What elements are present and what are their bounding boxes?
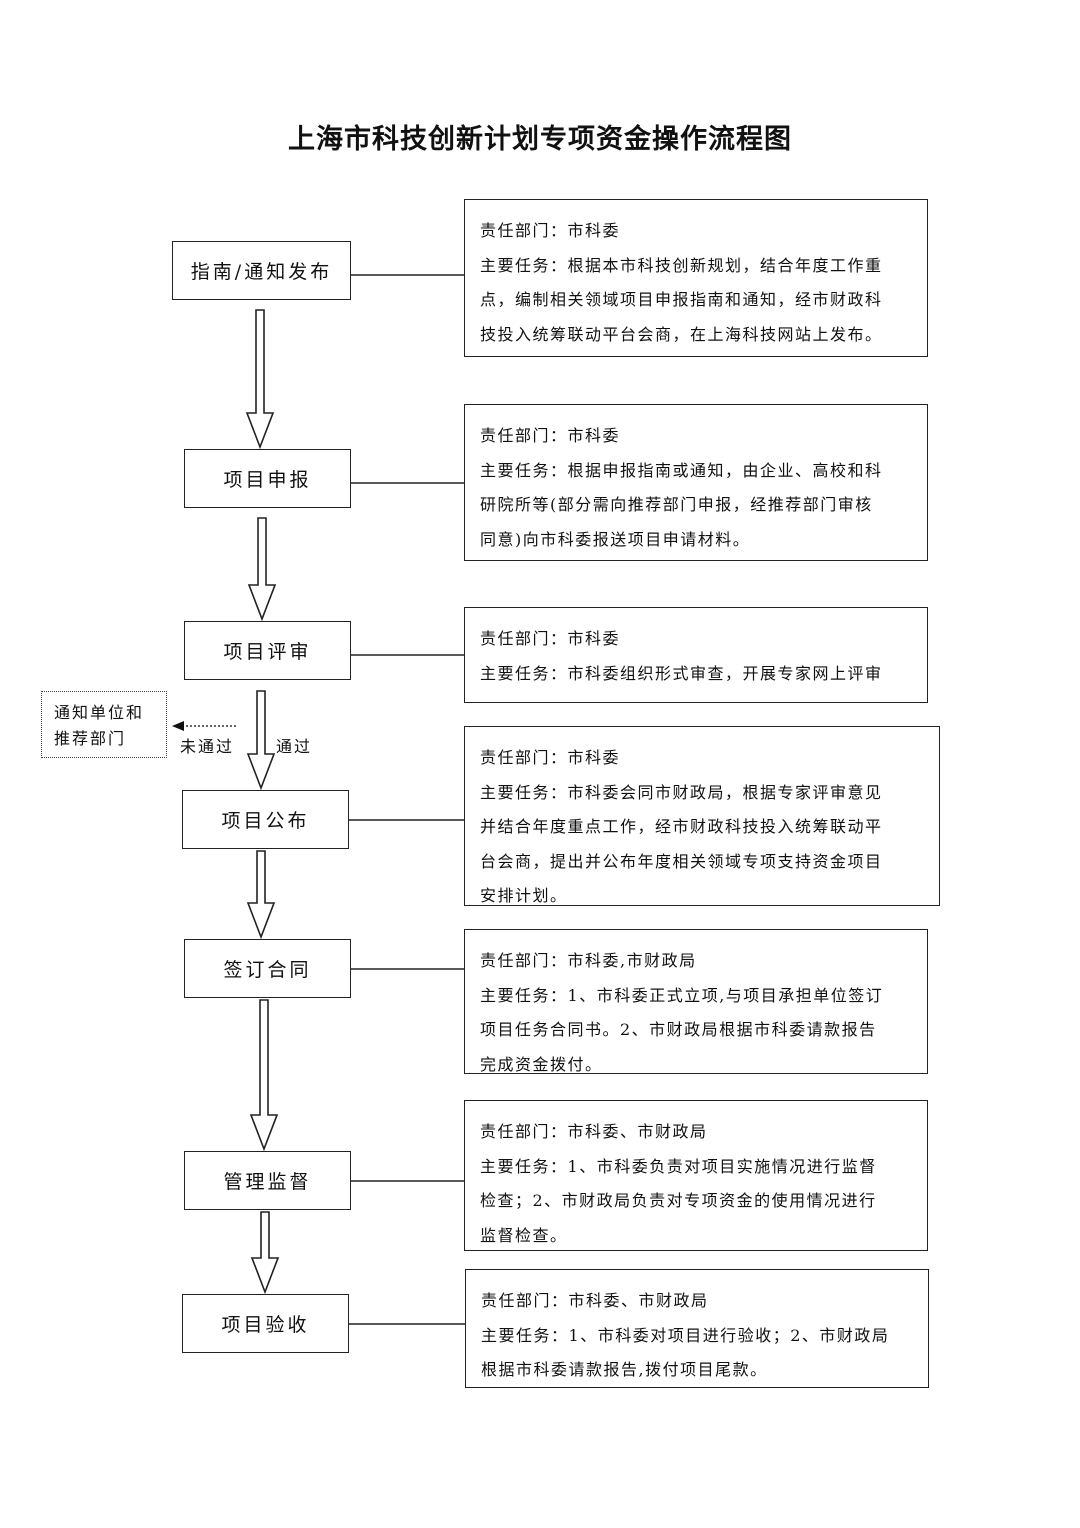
- step-supervision: 管理监督: [184, 1151, 351, 1210]
- task-line: 同意)向市科委报送项目申请材料。: [480, 529, 751, 549]
- task-label: 主要任务：: [480, 460, 568, 480]
- dept-label: 责任部门：: [480, 748, 568, 767]
- task-label: 主要任务：: [480, 782, 568, 802]
- task-line: 监督检查。: [480, 1225, 568, 1245]
- dept-label: 责任部门：: [480, 221, 568, 240]
- fail-arrow-head: [172, 721, 184, 731]
- task-line: 根据本市科技创新规划，结合年度工作重: [567, 255, 883, 275]
- task-line: 项目任务合同书。2、市财政局根据市科委请款报告: [480, 1020, 877, 1039]
- dept-label: 责任部门：: [481, 1291, 569, 1310]
- task-line: 根据市科委请款报告,拨付项目尾款。: [481, 1360, 768, 1379]
- task-line: 安排计划。: [480, 886, 568, 905]
- task-line: 1、市科委负责对项目实施情况进行监督: [567, 1156, 877, 1176]
- task-label: 主要任务：: [480, 1156, 568, 1176]
- task-label: 主要任务：: [480, 985, 568, 1005]
- notify-line: 通知单位和: [54, 703, 145, 722]
- info-box-publish: 责任部门：市科委 主要任务：市科委会同市财政局，根据专家评审意见 并结合年度重点…: [464, 726, 940, 906]
- task-line: 完成资金拨付。: [480, 1054, 603, 1074]
- task-line: 并结合年度重点工作，经市财政科技投入统筹联动平: [480, 817, 883, 836]
- step-guide-notice: 指南/通知发布: [172, 241, 351, 300]
- flow-arrow: [250, 1211, 280, 1295]
- task-line: 技投入统筹联动平台会商，在上海科技网站上发布。: [480, 324, 883, 344]
- flow-arrow: [245, 309, 275, 450]
- task-line: 台会商，提出并公布年度相关领域专项支持资金项目: [480, 851, 883, 871]
- fail-label: 未通过: [180, 737, 235, 756]
- info-box-guide-notice: 责任部门：市科委 主要任务：根据本市科技创新规划，结合年度工作重 点，编制相关领…: [464, 199, 928, 357]
- dept-value: 市科委: [567, 426, 621, 445]
- pass-label: 通过: [276, 737, 313, 756]
- task-label: 主要任务：: [481, 1325, 569, 1345]
- task-line: 1、市科委正式立项,与项目承担单位签订: [567, 985, 884, 1005]
- flow-arrow: [247, 517, 277, 622]
- task-line: 研院所等(部分需向推荐部门申报，经推荐部门审核: [480, 495, 873, 514]
- task-line: 检查；2、市财政局负责对专项资金的使用情况进行: [480, 1191, 877, 1210]
- dept-label: 责任部门：: [480, 951, 568, 970]
- info-box-review: 责任部门：市科委 主要任务：市科委组织形式审查，开展专家网上评审: [464, 607, 928, 703]
- flow-arrow: [249, 999, 279, 1152]
- dept-value: 市科委、市财政局: [568, 1291, 709, 1310]
- page-title: 上海市科技创新计划专项资金操作流程图: [288, 124, 792, 155]
- task-line: 根据申报指南或通知，由企业、高校和科: [567, 460, 883, 480]
- dept-value: 市科委,市财政局: [567, 951, 697, 970]
- task-label: 主要任务：: [480, 663, 568, 683]
- info-box-supervision: 责任部门：市科委、市财政局 主要任务：1、市科委负责对项目实施情况进行监督 检查…: [464, 1100, 928, 1251]
- dept-value: 市科委、市财政局: [567, 1122, 708, 1141]
- flow-arrow: [246, 690, 276, 791]
- task-line: 点，编制相关领域项目申报指南和通知，经市财政科: [480, 290, 883, 309]
- info-box-application: 责任部门：市科委 主要任务：根据申报指南或通知，由企业、高校和科 研院所等(部分…: [464, 404, 928, 561]
- step-contract: 签订合同: [184, 939, 351, 998]
- step-acceptance: 项目验收: [182, 1294, 349, 1353]
- dept-value: 市科委: [567, 221, 621, 240]
- task-line: 市科委组织形式审查，开展专家网上评审: [567, 663, 883, 683]
- task-line: 1、市科委对项目进行验收；2、市财政局: [568, 1325, 890, 1345]
- notify-units-box: 通知单位和 推荐部门: [41, 691, 167, 758]
- dept-label: 责任部门：: [480, 1122, 568, 1141]
- notify-line: 推荐部门: [54, 729, 127, 748]
- step-review: 项目评审: [184, 621, 351, 680]
- flow-arrow: [246, 850, 276, 940]
- step-application: 项目申报: [184, 449, 351, 508]
- dept-label: 责任部门：: [480, 629, 568, 648]
- task-line: 市科委会同市财政局，根据专家评审意见: [567, 782, 883, 802]
- dept-label: 责任部门：: [480, 426, 568, 445]
- dept-value: 市科委: [567, 629, 621, 648]
- dept-value: 市科委: [567, 748, 621, 767]
- info-box-contract: 责任部门：市科委,市财政局 主要任务：1、市科委正式立项,与项目承担单位签订 项…: [464, 929, 928, 1074]
- info-box-acceptance: 责任部门：市科委、市财政局 主要任务：1、市科委对项目进行验收；2、市财政局 根…: [465, 1269, 929, 1388]
- step-publish: 项目公布: [182, 790, 349, 849]
- task-label: 主要任务：: [480, 255, 568, 275]
